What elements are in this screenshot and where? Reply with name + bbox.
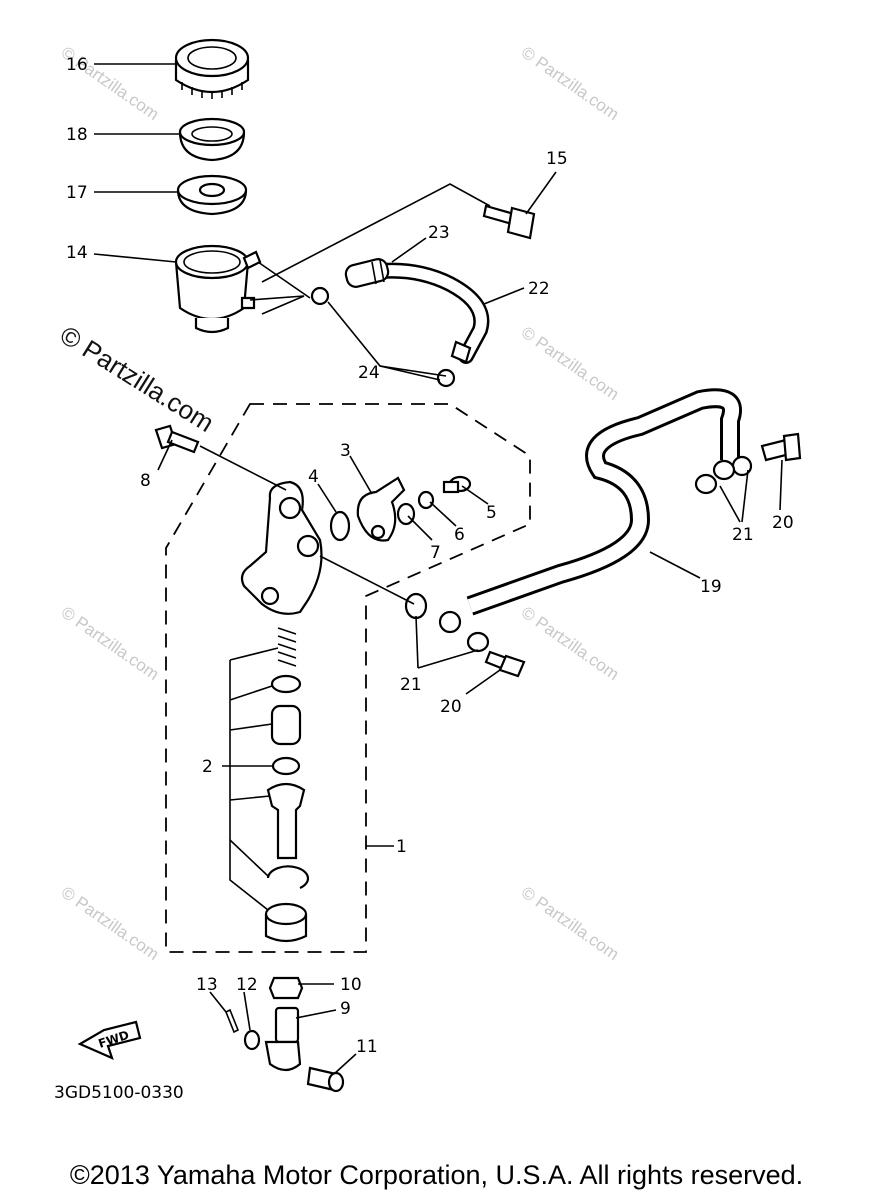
fwd-arrow-icon: FWD: [77, 1020, 142, 1060]
callout-3: 3: [340, 441, 351, 461]
part-4-o-ring: [329, 510, 351, 542]
callout-17: 17: [66, 183, 88, 203]
callout-20: 20: [440, 697, 462, 717]
callout-2: 2: [202, 757, 213, 777]
copyright-notice: ©2013 Yamaha Motor Corporation, U.S.A. A…: [69, 1160, 804, 1190]
part-10-nut: [268, 976, 304, 1000]
part-14-reservoir-tank: [174, 244, 262, 334]
part-19-brake-hose: [438, 388, 753, 634]
callout-4: 4: [308, 467, 319, 487]
part-12-washer: [243, 1029, 261, 1051]
callout-10: 10: [340, 975, 362, 995]
callout-23: 23: [428, 223, 450, 243]
callout-21: 21: [732, 525, 754, 545]
callout-8: 8: [140, 471, 151, 491]
part-21-copper-washer: [712, 459, 736, 481]
part-22-reservoir-hose: [352, 262, 490, 364]
callout-12: 12: [236, 975, 258, 995]
callout-7: 7: [430, 543, 441, 563]
catalog-code: 3GD5100-0330: [54, 1083, 184, 1103]
part-3-hose-union: [356, 476, 406, 542]
part-16-reservoir-cap: [174, 38, 250, 99]
callout-16: 16: [66, 55, 88, 75]
part-21-copper-washer: [404, 592, 428, 620]
part-9-push-rod: [264, 1006, 302, 1072]
callout-14: 14: [66, 243, 88, 263]
part-master-cylinder-body: [240, 480, 323, 615]
part-20-union-bolt: [760, 432, 802, 462]
part-11-pin: [306, 1066, 345, 1093]
part-7-washer: [396, 502, 416, 526]
callout-numbers: 16 18 17 14 15 23 22 24 8 3 4 5 6 7 19 2…: [54, 55, 794, 1103]
callout-6: 6: [454, 525, 465, 545]
callout-22: 22: [528, 279, 550, 299]
leader-lines: [93, 63, 783, 1075]
callout-5: 5: [486, 503, 497, 523]
part-20-union-bolt: [484, 650, 526, 678]
part-24-hose-clip: [310, 286, 472, 388]
part-15-bolt: [482, 204, 536, 240]
watermark: © Partzilla.com: [518, 883, 623, 964]
part-21-copper-washer: [466, 631, 490, 653]
callout-1: 1: [396, 837, 407, 857]
part-6-washer: [417, 490, 435, 510]
part-2-piston-kit: [264, 627, 310, 943]
watermark: © Partzilla.com: [518, 43, 623, 124]
watermark-large: © Partzilla.com: [55, 320, 219, 438]
part-18-diaphragm: [178, 117, 246, 162]
callout-24: 24: [358, 363, 380, 383]
callout-15: 15: [546, 149, 568, 169]
assembly-outline: [165, 403, 531, 953]
watermark: © Partzilla.com: [518, 603, 623, 684]
part-21-copper-washer: [694, 473, 718, 495]
callout-21: 21: [400, 675, 422, 695]
callout-9: 9: [340, 999, 351, 1019]
callout-18: 18: [66, 125, 88, 145]
watermarks: © Partzilla.com © Partzilla.com © Partzi…: [55, 43, 623, 964]
callout-20: 20: [772, 513, 794, 533]
callout-11: 11: [356, 1037, 378, 1057]
callout-13: 13: [196, 975, 218, 995]
callout-19: 19: [700, 577, 722, 597]
part-23-hose-joint: [344, 258, 390, 288]
watermark: © Partzilla.com: [58, 883, 163, 964]
part-17-diaphragm-plate: [176, 174, 248, 216]
part-13-cotter-pin: [224, 1008, 240, 1034]
watermark: © Partzilla.com: [58, 603, 163, 684]
watermark: © Partzilla.com: [518, 323, 623, 404]
